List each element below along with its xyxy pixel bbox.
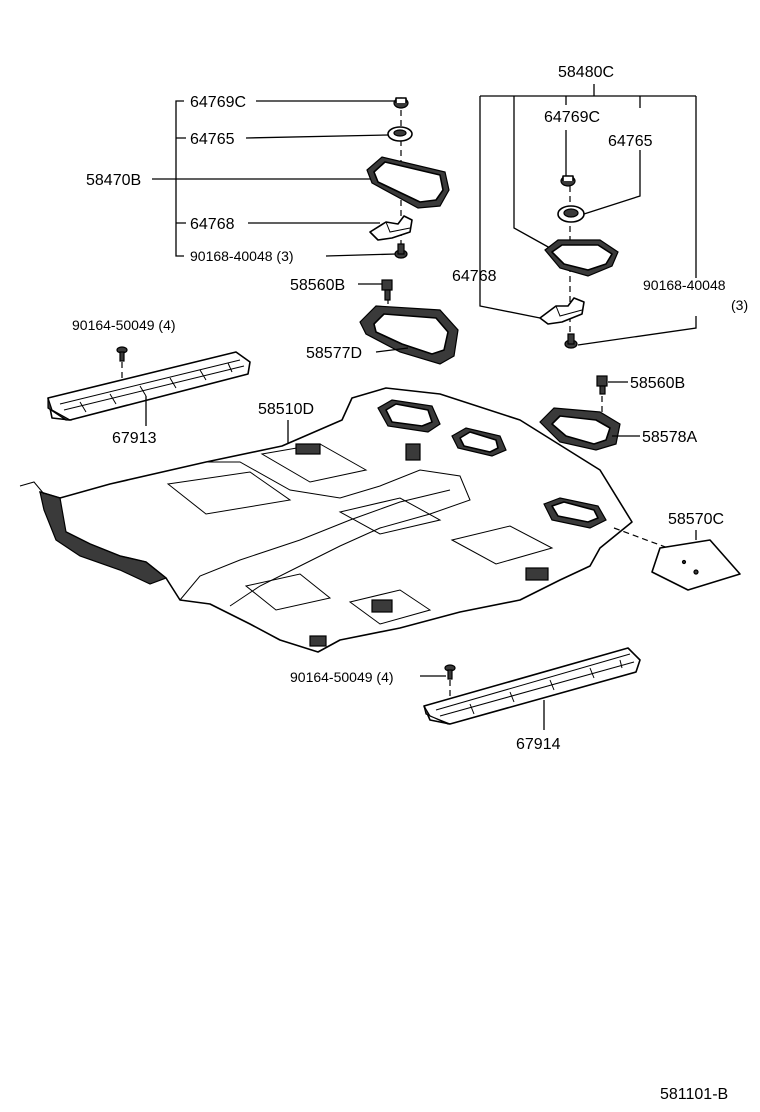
screw-90164-bottom-icon [444,664,456,680]
label-58470b: 58470B [86,172,141,189]
label-67914: 67914 [516,736,561,753]
cover-58578a-group: 58560B 58578A [539,375,697,451]
nut-64769c-left-icon [393,97,409,109]
clip-58560b-top-icon [381,279,393,301]
step-plate-67913-group: 90164-50049 (4) 67913 [47,317,251,447]
upper-right-assembly: 58480C 64769C 647 [452,64,748,349]
label-58510d: 58510D [258,401,314,418]
label-64765-left: 64765 [190,131,235,148]
floor-carpet-58510d-group: 58510D [19,387,633,653]
screw-90168-left-icon [394,243,408,259]
cover-58578a-icon [539,407,621,451]
label-90168-left: 90168-40048 (3) [190,248,294,264]
step-plate-67914-group: 90164-50049 (4) 67914 [290,647,641,753]
screw-90164-top-icon [116,346,128,362]
bracket-64768-right-icon [539,297,585,325]
label-64769c-right: 64769C [544,109,600,126]
label-58560b-right: 58560B [630,375,685,392]
frame-58470b-icon [366,156,450,209]
label-64768-right: 64768 [452,268,497,285]
label-58578a: 58578A [642,429,697,446]
label-58480c: 58480C [558,64,614,81]
pad-58570c-icon [651,539,741,591]
label-64768-left: 64768 [190,216,235,233]
bracket-64768-left-icon [369,215,413,241]
nut-64769c-right-icon [560,175,576,187]
pad-58570c-group: 58570C [613,511,741,591]
cover-58577d-icon [359,305,459,365]
label-64765-right: 64765 [608,133,653,150]
label-90168-right: 90168-40048 [643,277,726,293]
step-plate-67914-icon [423,647,641,725]
label-90164-top: 90164-50049 (4) [72,317,176,333]
label-58560b-top: 58560B [290,277,345,294]
floor-carpet-58510d-icon [19,387,633,653]
washer-64765-right-icon [557,205,585,223]
diagram-id: 581101-B [660,1086,728,1103]
label-90168-right-qty: (3) [731,297,748,313]
step-plate-67913-icon [47,351,251,421]
label-58570c: 58570C [668,511,724,528]
label-64769c-left: 64769C [190,94,246,111]
upper-left-assembly: 64769C 64765 58470B 64768 90168-40048 (3… [86,94,450,264]
clip-58560b-right-icon [596,375,608,395]
label-90164-bottom: 90164-50049 (4) [290,669,394,685]
frame-right-icon [544,239,619,277]
cover-58577d-group: 58560B 58577D [290,277,459,365]
washer-64765-left-icon [387,126,413,142]
screw-90168-right-icon [564,333,578,349]
label-67913: 67913 [112,430,157,447]
label-58577d: 58577D [306,345,362,362]
